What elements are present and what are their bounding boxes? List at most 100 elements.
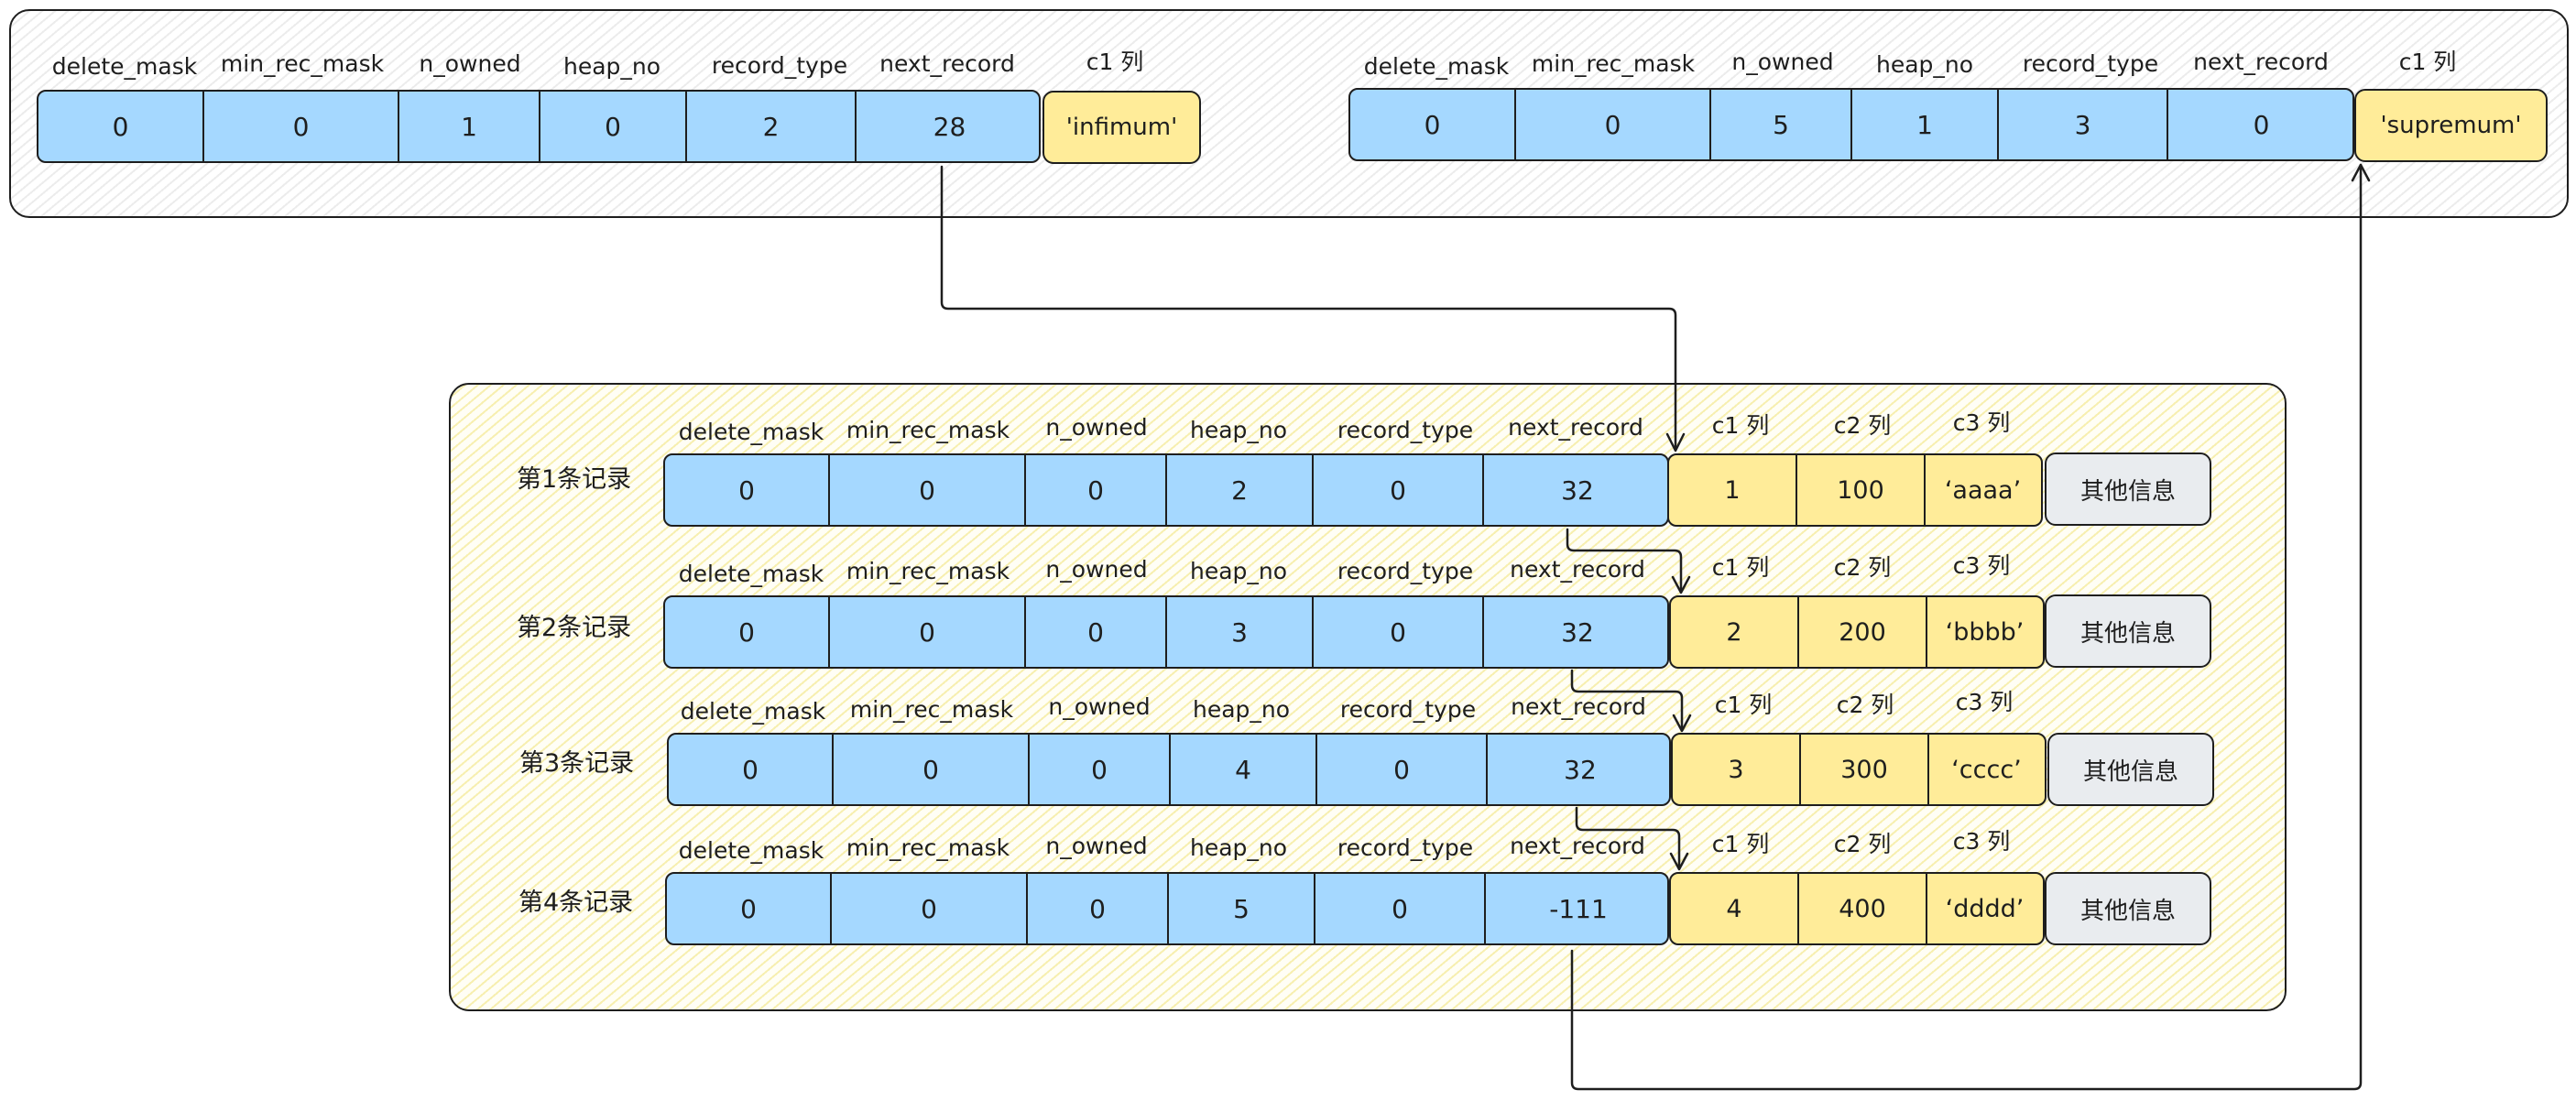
header-c2: c2 列 (1833, 831, 1892, 857)
infimum-to-record-1-arrowhead (1665, 432, 1686, 452)
field-n-owned: 0 (1026, 597, 1167, 667)
header-heap-no: heap_no (1189, 558, 1288, 584)
header-n-owned: n_owned (419, 50, 521, 77)
field-heap-no: 4 (1171, 735, 1317, 804)
header-record-type: record_type (711, 52, 848, 79)
header-next-record: next_record (1510, 833, 1645, 859)
header-heap-no: heap_no (1189, 834, 1288, 861)
column-c2: 100 (1797, 455, 1926, 525)
field-next-record: 0 (2253, 109, 2270, 140)
field-n-owned: 0 (1028, 874, 1169, 943)
header-next-record: next_record (1508, 414, 1643, 441)
infimum-c1-value: 'infimum' (1042, 91, 1201, 164)
column-c3: ‘bbbb’ (1945, 617, 2025, 647)
header-c3: c3 列 (1952, 409, 2011, 436)
other-info-box: 其他信息 (2045, 452, 2211, 526)
header-record-type: record_type (2022, 50, 2159, 77)
column-c1: 3 (1673, 735, 1801, 804)
field-delete-mask: 0 (669, 735, 834, 804)
column-c2: 400 (1799, 874, 1927, 943)
column-c1: 1 (1669, 455, 1797, 525)
field-record-type: 0 (1315, 874, 1486, 943)
column-c2: 300 (1801, 735, 1929, 804)
field-delete-mask: 0 (665, 455, 830, 525)
header-c1: c1 列 (1086, 49, 1144, 75)
field-record-type: 3 (1999, 90, 2168, 159)
column-c3: ‘aaaa’ (1944, 475, 2022, 505)
field-delete-mask: 0 (665, 597, 830, 667)
field-next-record: -111 (1549, 893, 1608, 924)
field-record-type: 0 (1317, 735, 1488, 804)
header-c3: c3 列 (1955, 689, 2014, 715)
field-record-type: 2 (687, 92, 857, 161)
header-c1: c1 列 (2398, 49, 2457, 75)
header-delete-mask: delete_mask (51, 53, 198, 80)
header-min-rec-mask: min_rec_mask (1531, 50, 1696, 77)
field-n-owned: 1 (399, 92, 540, 161)
field-next-record: 32 (1561, 474, 1594, 506)
other-info-box: 其他信息 (2047, 733, 2214, 806)
header-c1: c1 列 (1711, 412, 1770, 439)
header-heap-no: heap_no (1189, 417, 1288, 443)
record-label: 第3条记录 (519, 749, 635, 778)
field-delete-mask: 0 (1350, 90, 1516, 159)
field-heap-no: 5 (1169, 874, 1315, 943)
record-columns-bar: 4 400 ‘dddd’ (1669, 872, 2045, 945)
header-min-rec-mask: min_rec_mask (846, 417, 1010, 443)
header-delete-mask: delete_mask (678, 561, 824, 587)
record-3-to-record-4-arrow (1575, 806, 1681, 870)
record-fields-bar: 0 0 0 4 0 32 (667, 733, 1671, 806)
field-record-type: 0 (1314, 597, 1484, 667)
header-c1: c1 列 (1711, 831, 1770, 857)
header-c1: c1 列 (1714, 692, 1773, 718)
header-min-rec-mask: min_rec_mask (846, 558, 1010, 584)
column-c3: ‘cccc’ (1951, 755, 2022, 784)
header-record-type: record_type (1337, 558, 1474, 584)
column-c1: 2 (1671, 597, 1799, 667)
field-n-owned: 5 (1711, 90, 1852, 159)
header-n-owned: n_owned (1045, 556, 1148, 583)
header-n-owned: n_owned (1045, 414, 1148, 441)
record-columns-bar: 1 100 ‘aaaa’ (1667, 453, 2043, 527)
field-delete-mask: 0 (667, 874, 832, 943)
field-heap-no: 3 (1167, 597, 1314, 667)
field-next-record: 32 (1561, 616, 1594, 648)
field-min-rec-mask: 0 (1516, 90, 1711, 159)
field-min-rec-mask: 0 (830, 597, 1026, 667)
record-2-to-record-3-arrowhead (1672, 714, 1692, 733)
column-c1: 4 (1671, 874, 1799, 943)
supremum-c1-value: 'supremum' (2354, 89, 2548, 162)
other-info-box: 其他信息 (2045, 594, 2211, 668)
header-min-rec-mask: min_rec_mask (846, 834, 1010, 861)
header-min-rec-mask: min_rec_mask (220, 50, 385, 77)
record-label: 第1条记录 (517, 465, 632, 494)
column-c3: ‘dddd’ (1945, 894, 2025, 923)
header-heap-no: heap_no (1192, 696, 1291, 723)
field-n-owned: 0 (1026, 455, 1167, 525)
record-label: 第2条记录 (517, 614, 632, 642)
field-heap-no: 2 (1167, 455, 1314, 525)
field-min-rec-mask: 0 (204, 92, 399, 161)
header-n-owned: n_owned (1048, 693, 1151, 720)
infimum-fields-bar: 0 0 1 0 2 28 (37, 90, 1041, 163)
header-c3: c3 列 (1952, 552, 2011, 579)
field-heap-no: 0 (540, 92, 687, 161)
header-next-record: next_record (1511, 693, 1646, 720)
header-next-record: next_record (2193, 49, 2329, 75)
header-c3: c3 列 (1952, 828, 2011, 855)
field-heap-no: 1 (1852, 90, 1999, 159)
record-3-to-record-4-arrowhead (1669, 852, 1689, 871)
header-n-owned: n_owned (1731, 49, 1834, 75)
record-1-to-record-2-arrowhead (1671, 575, 1691, 594)
field-next-record: 32 (1564, 754, 1597, 785)
record-columns-bar: 2 200 ‘bbbb’ (1669, 595, 2045, 669)
header-delete-mask: delete_mask (1363, 53, 1510, 80)
field-record-type: 0 (1314, 455, 1484, 525)
header-record-type: record_type (1339, 696, 1477, 723)
header-delete-mask: delete_mask (680, 698, 826, 725)
record-fields-bar: 0 0 0 5 0 -111 (665, 872, 1669, 945)
header-delete-mask: delete_mask (678, 837, 824, 864)
record-fields-bar: 0 0 0 3 0 32 (663, 595, 1669, 669)
header-next-record: next_record (879, 50, 1015, 77)
